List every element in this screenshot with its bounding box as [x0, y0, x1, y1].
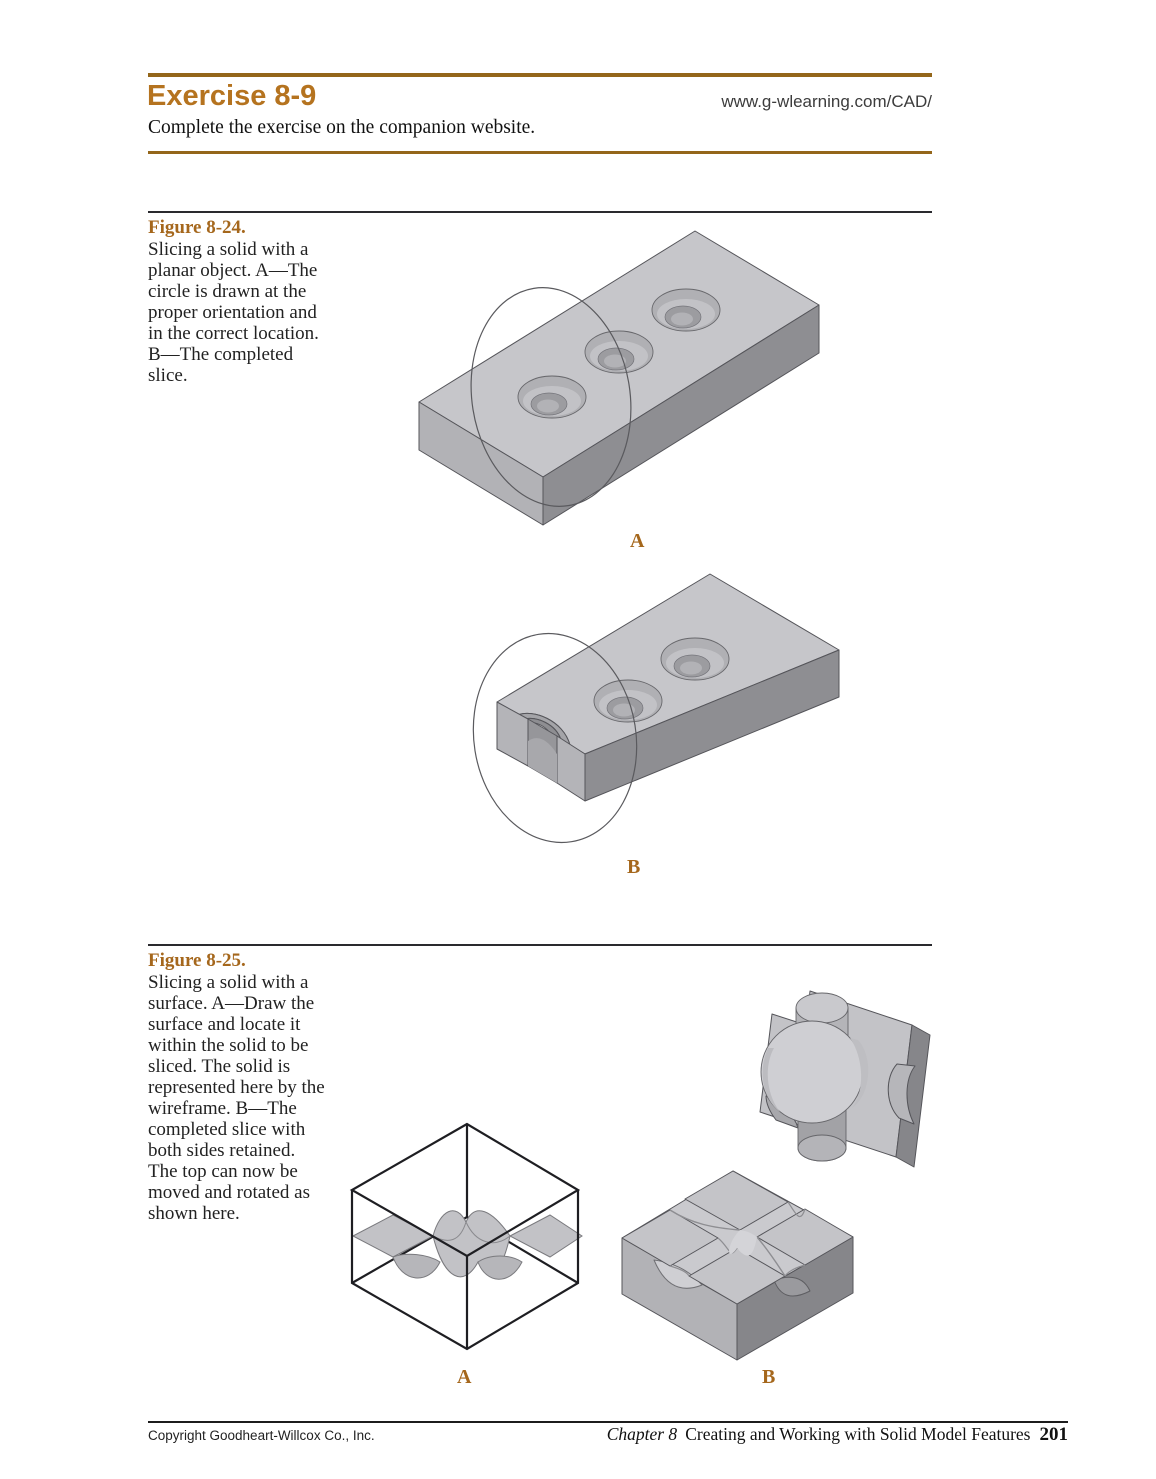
figure-8-24-illustration-b: [472, 573, 840, 844]
figure-8-25-title: Figure 8-25.: [148, 950, 246, 971]
footer-chapter: Chapter 8 Creating and Working with Solid…: [607, 1424, 1068, 1446]
footer-chapter-title: Creating and Working with Solid Model Fe…: [685, 1424, 1031, 1444]
header-bottom-rule: [148, 151, 932, 154]
countersunk-hole: [517, 375, 587, 419]
figure-8-25-caption: Figure 8-25. Slicing a solid with a surf…: [148, 950, 326, 1224]
footer-rule: [148, 1421, 1068, 1423]
figure-8-24-label-a: A: [630, 530, 645, 552]
figure-8-25-rule: [148, 944, 932, 946]
figure-8-24-rule: [148, 211, 932, 213]
figure-8-24-illustration-a: [418, 230, 820, 526]
wireframe-cube-front-edges: [349, 1122, 581, 1351]
wireframe-cube-back-edges: [351, 1124, 579, 1284]
header-top-rule: [148, 73, 932, 77]
figure-8-25-text: Slicing a solid with a surface. A—Draw t…: [148, 972, 325, 1224]
slicing-circle: [472, 632, 638, 844]
figure-8-24-label-b: B: [627, 856, 641, 878]
figure-8-25-label-b: B: [762, 1366, 776, 1388]
figure-8-25-label-a: A: [457, 1366, 472, 1388]
countersunk-hole: [584, 330, 654, 374]
figure-8-24-text: Slicing a solid with a planar object. A—…: [148, 239, 319, 386]
countersunk-hole: [660, 637, 730, 681]
slicing-surface: [351, 1210, 583, 1280]
footer-chapter-label: Chapter 8: [606, 1424, 678, 1444]
footer-page-number: 201: [1039, 1424, 1069, 1445]
exercise-title: Exercise 8-9: [147, 80, 317, 112]
figure-8-25-illustration-a: [349, 1122, 583, 1351]
figure-8-24-caption: Figure 8-24. Slicing a solid with a plan…: [148, 217, 326, 386]
figure-8-25-illustration-b: [621, 1170, 854, 1361]
figure-8-25-illustration-top: [759, 990, 931, 1168]
exercise-instruction: Complete the exercise on the companion w…: [148, 117, 536, 138]
countersunk-hole: [651, 288, 721, 332]
exercise-url: www.g-wlearning.com/CAD/: [721, 92, 932, 111]
countersunk-hole: [593, 679, 663, 723]
slicing-circle: [470, 287, 632, 507]
figure-8-24-title: Figure 8-24.: [148, 217, 246, 238]
footer-copyright: Copyright Goodheart-Willcox Co., Inc.: [148, 1428, 375, 1443]
